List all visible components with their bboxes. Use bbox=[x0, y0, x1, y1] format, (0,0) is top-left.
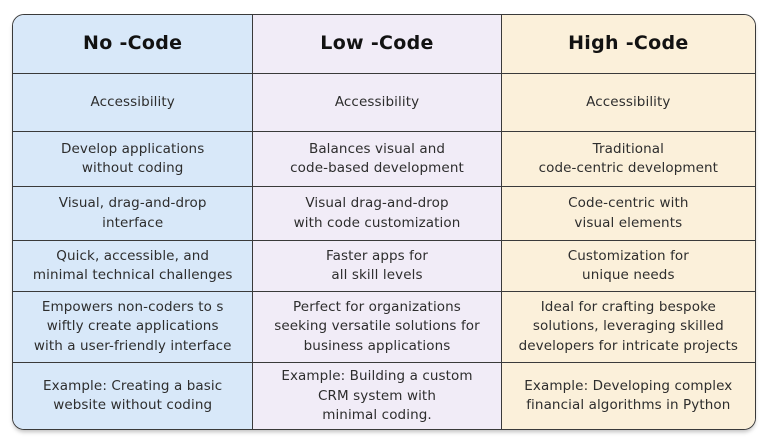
table-cell: Ideal for crafting bespoke solutions, le… bbox=[500, 290, 755, 363]
comparison-table: No -Code Low -Code High -Code Accessibil… bbox=[12, 14, 756, 430]
table-cell: Example: Building a custom CRM system wi… bbox=[252, 362, 501, 429]
table-cell: Code-centric with visual elements bbox=[500, 186, 755, 240]
table-cell: Accessibility bbox=[13, 72, 253, 132]
table-cell: Develop applications without coding bbox=[13, 131, 253, 187]
column-header-high-code: High -Code bbox=[500, 15, 755, 73]
table-cell: Perfect for organizations seeking versat… bbox=[252, 290, 501, 363]
column-header-no-code: No -Code bbox=[13, 15, 253, 73]
column-header-low-code: Low -Code bbox=[252, 15, 501, 73]
table-cell: Empowers non-coders to s wiftly create a… bbox=[13, 290, 253, 363]
table-cell: Balances visual and code-based developme… bbox=[252, 131, 501, 187]
table-cell: Accessibility bbox=[500, 72, 755, 132]
table-cell: Example: Creating a basic website withou… bbox=[13, 362, 253, 429]
table-cell: Accessibility bbox=[252, 72, 501, 132]
table-cell: Faster apps for all skill levels bbox=[252, 239, 501, 291]
table-cell: Quick, accessible, and minimal technical… bbox=[13, 239, 253, 291]
table-cell: Example: Developing complex financial al… bbox=[500, 362, 755, 429]
table-cell: Traditional code-centric development bbox=[500, 131, 755, 187]
table-cell: Visual, drag-and-drop interface bbox=[13, 186, 253, 240]
table-cell: Visual drag-and-drop with code customiza… bbox=[252, 186, 501, 240]
table-cell: Customization for unique needs bbox=[500, 239, 755, 291]
